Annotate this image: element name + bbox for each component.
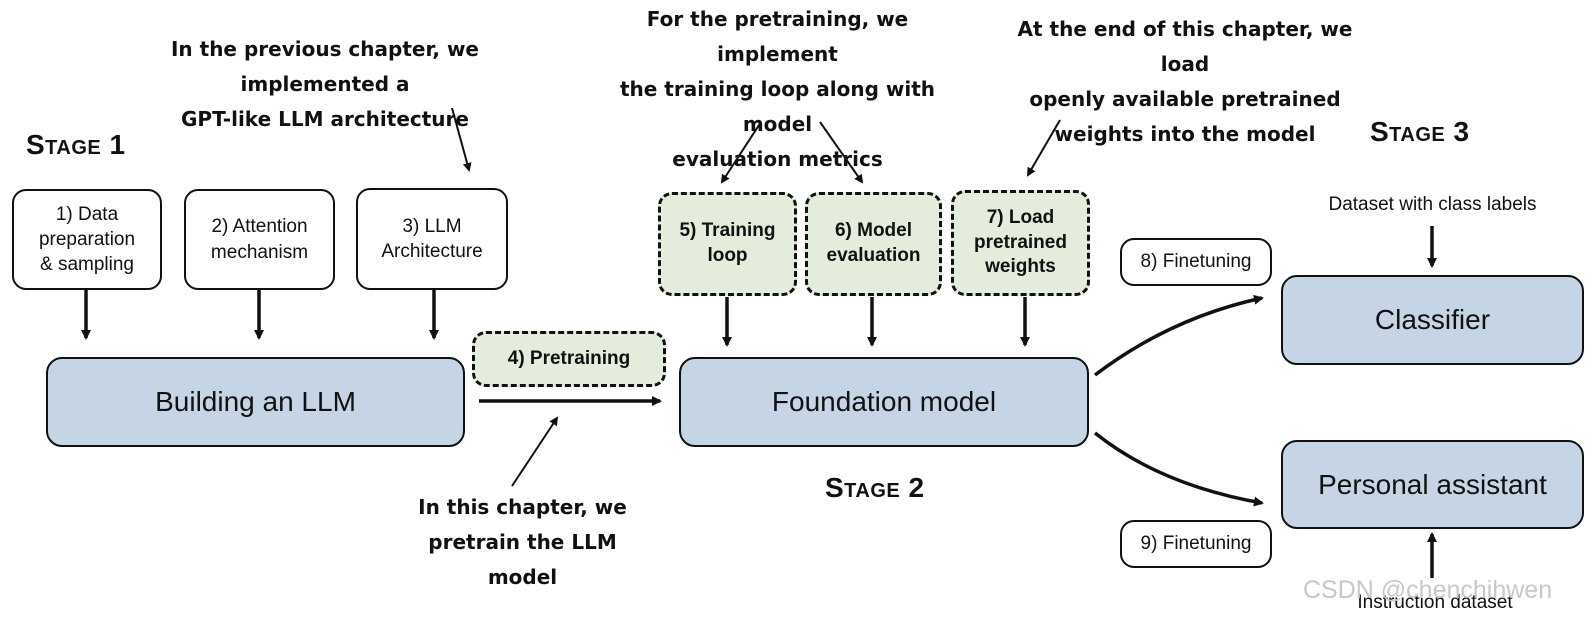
step-attention-mechanism: 2) Attention mechanism xyxy=(184,189,335,290)
step-training-loop: 5) Training loop xyxy=(658,192,797,296)
note-arrow-training-loop xyxy=(720,121,762,184)
input-instruction-dataset: Instruction dataset xyxy=(1357,592,1513,613)
note-arrow-this-chapter xyxy=(511,416,559,487)
note-arrow-model-eval xyxy=(819,121,864,184)
note-previous-chapter: In the previous chapter, we implemented … xyxy=(170,37,479,131)
step-data-preparation: 1) Data preparation & sampling xyxy=(12,189,162,290)
stage-3-label: Stage 3 xyxy=(1370,116,1470,147)
arrow-foundation-to-assistant xyxy=(1093,431,1264,507)
stage-1-label: Stage 1 xyxy=(26,129,126,160)
input-class-labels: Dataset with class labels xyxy=(1328,194,1537,215)
node-personal-assistant: Personal assistant xyxy=(1281,440,1584,529)
node-classifier: Classifier xyxy=(1281,275,1584,365)
note-this-chapter: In this chapter, we pretrain the LLM mod… xyxy=(418,495,627,589)
stage-2-label: Stage 2 xyxy=(825,472,925,503)
note-arrow-previous-chapter xyxy=(451,107,472,172)
step-llm-architecture: 3) LLM Architecture xyxy=(356,188,508,290)
step-finetuning-9: 9) Finetuning xyxy=(1120,520,1272,568)
arrow-foundation-to-classifier xyxy=(1093,294,1264,377)
step-load-pretrained-weights: 7) Load pretrained weights xyxy=(951,190,1090,296)
node-building-llm: Building an LLM xyxy=(46,357,465,447)
watermark: CSDN @chenchihwen xyxy=(1303,576,1553,604)
note-arrow-load-weights xyxy=(1026,119,1061,177)
note-load-weights: At the end of this chapter, we load open… xyxy=(1017,17,1353,146)
note-pretraining-implementation: For the pretraining, we implement the tr… xyxy=(619,7,936,171)
step-model-evaluation: 6) Model evaluation xyxy=(805,192,942,296)
step-pretraining: 4) Pretraining xyxy=(472,331,666,387)
step-finetuning-8: 8) Finetuning xyxy=(1120,238,1272,286)
node-foundation-model: Foundation model xyxy=(679,357,1089,447)
